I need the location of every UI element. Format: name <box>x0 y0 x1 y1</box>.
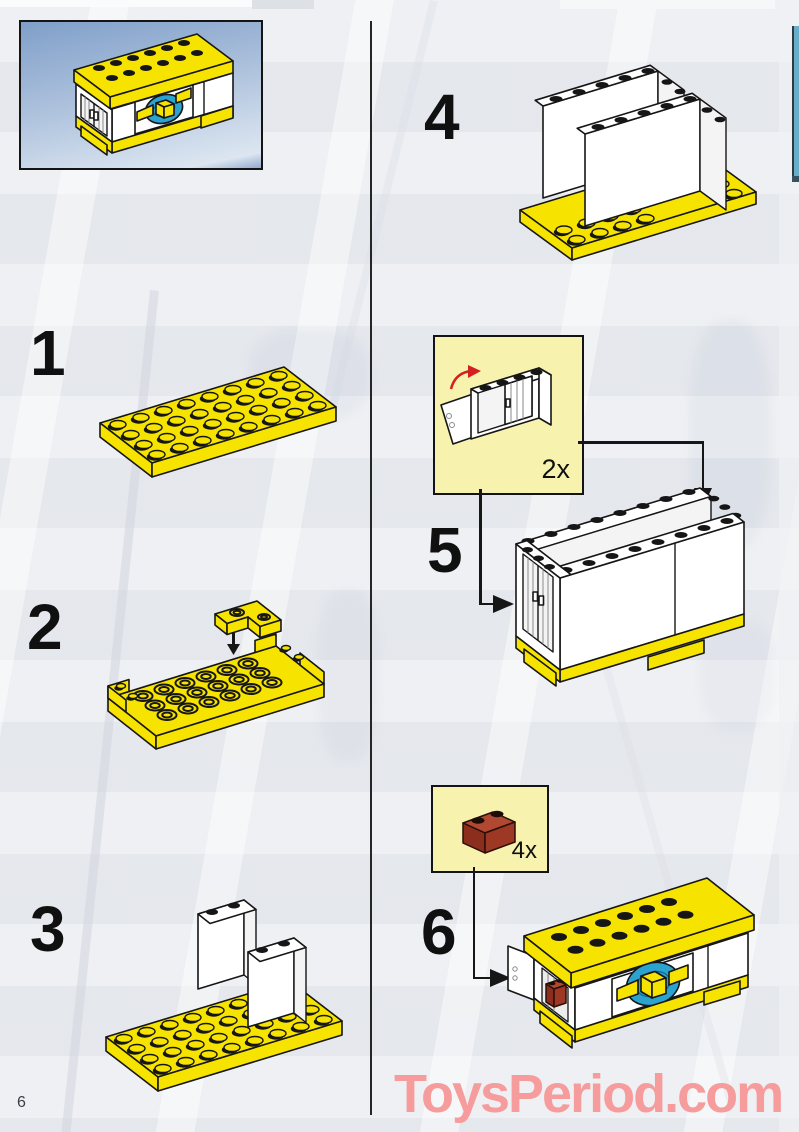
background-ghost <box>700 620 775 730</box>
background-ghost <box>318 590 378 760</box>
watermark: ToysPeriod.com <box>394 1064 784 1124</box>
right-arrow-icon <box>490 969 511 987</box>
door-subassembly-callout: 2x <box>433 335 584 495</box>
page-right-margin <box>779 0 799 1132</box>
callout-count: 2x <box>541 454 570 484</box>
adjacent-page-edge <box>792 26 799 178</box>
right-arrow-icon <box>493 595 514 613</box>
page-number: 6 <box>17 1094 26 1111</box>
connector-line <box>701 441 704 489</box>
scan-artifact <box>0 0 252 7</box>
step-3-illustration <box>105 899 343 1092</box>
door-subassembly-illustration <box>440 365 552 445</box>
step-6-illustration <box>507 877 755 1049</box>
callout-count: 4x <box>511 837 537 864</box>
brick-illustration <box>462 810 516 854</box>
finished-model-illustration <box>73 33 234 156</box>
brick-callout: 4x <box>431 785 549 873</box>
adjacent-page-edge-end <box>792 176 799 182</box>
connector-line <box>472 976 493 979</box>
step-number: 1 <box>30 317 66 389</box>
step-1-illustration <box>99 366 337 478</box>
step-number: 3 <box>30 893 66 965</box>
connector-line <box>479 489 482 605</box>
curved-red-arrow-icon <box>449 365 481 390</box>
step-5-illustration <box>515 487 745 687</box>
connector-line <box>578 441 704 444</box>
step-4-illustration <box>519 64 757 261</box>
step-number: 2 <box>27 591 63 663</box>
step-number: 4 <box>424 81 460 153</box>
finished-model-preview <box>19 20 263 170</box>
scan-artifact <box>560 0 775 9</box>
connector-line <box>472 867 475 979</box>
scan-artifact <box>252 0 314 9</box>
connector-line <box>479 602 495 605</box>
step-number: 6 <box>421 896 457 968</box>
column-divider <box>370 21 372 1115</box>
down-arrow-icon <box>227 632 240 655</box>
step-number: 5 <box>427 514 463 586</box>
step-2-illustration <box>107 600 325 750</box>
